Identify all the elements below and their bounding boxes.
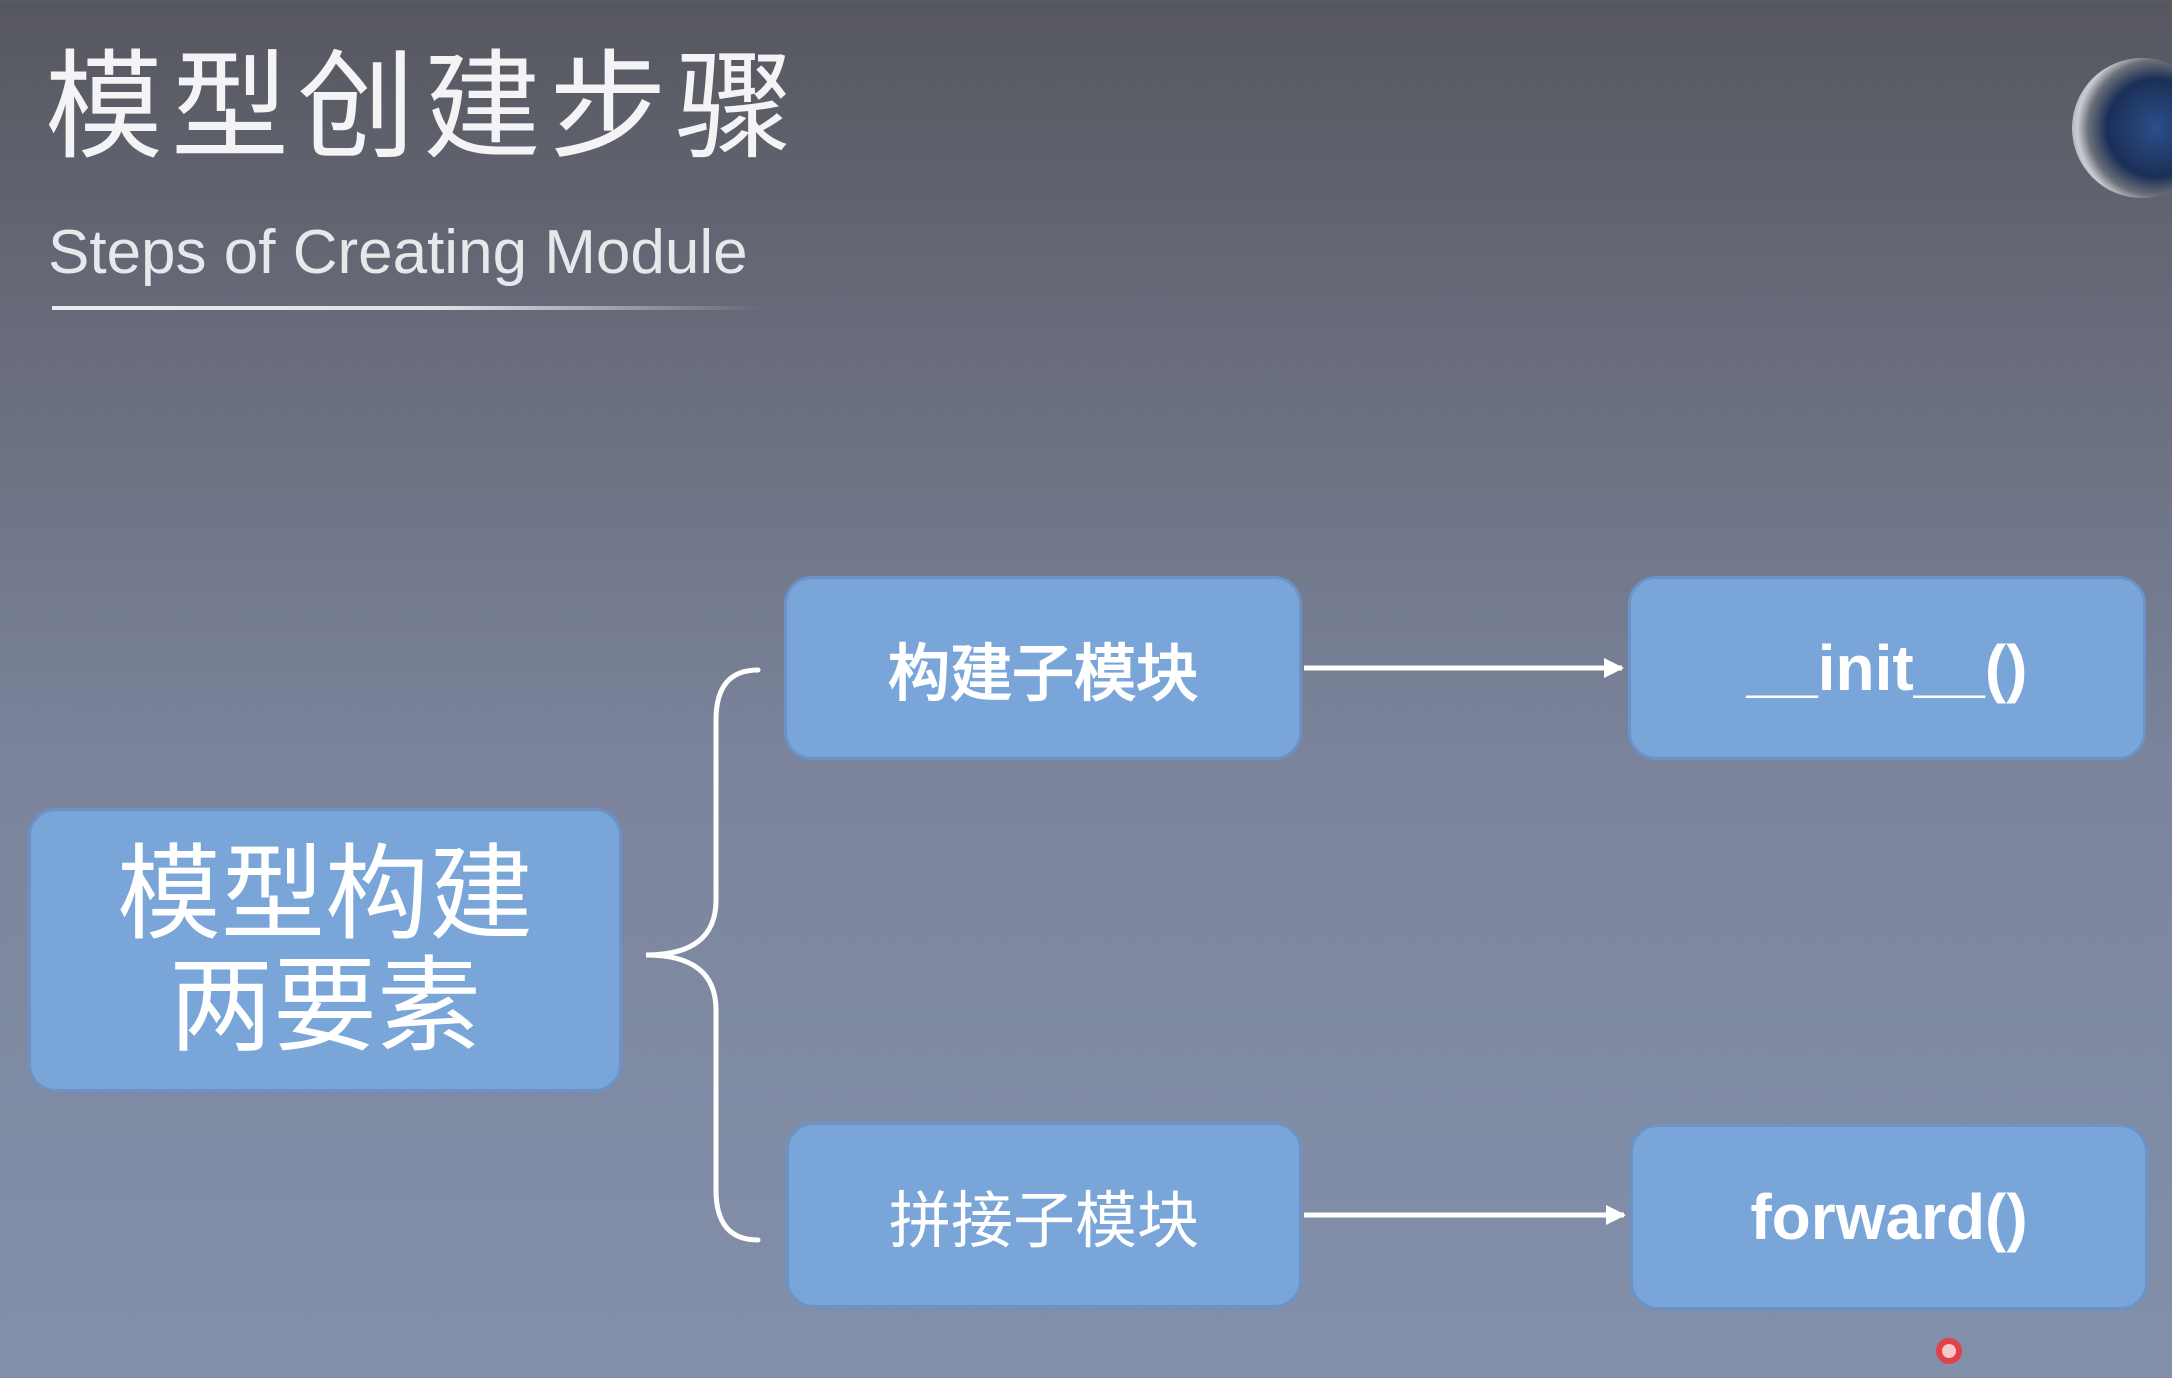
root-concept-line1: 模型构建 bbox=[116, 832, 533, 955]
root-concept-box: 模型构建 两要素 bbox=[28, 808, 622, 1092]
step-assemble-submodules-box: 拼接子模块 bbox=[786, 1122, 1302, 1308]
step-assemble-submodules-label: 拼接子模块 bbox=[888, 1184, 1199, 1257]
method-forward-label: forward() bbox=[1750, 1181, 2028, 1253]
step-build-submodules-box: 构建子模块 bbox=[784, 576, 1302, 760]
method-init-label: __init__() bbox=[1746, 632, 2028, 704]
slide-title: 模型创建步骤 bbox=[45, 38, 802, 176]
title-underline bbox=[52, 306, 762, 310]
method-init-box: __init__() bbox=[1628, 576, 2146, 760]
method-forward-box: forward() bbox=[1630, 1124, 2148, 1310]
step-build-submodules-label: 构建子模块 bbox=[887, 637, 1198, 710]
cursor-indicator-icon bbox=[1936, 1338, 1962, 1364]
slide-subtitle: Steps of Creating Module bbox=[48, 218, 748, 287]
brace-connector bbox=[645, 667, 761, 1243]
root-concept-line2: 两要素 bbox=[168, 945, 481, 1067]
